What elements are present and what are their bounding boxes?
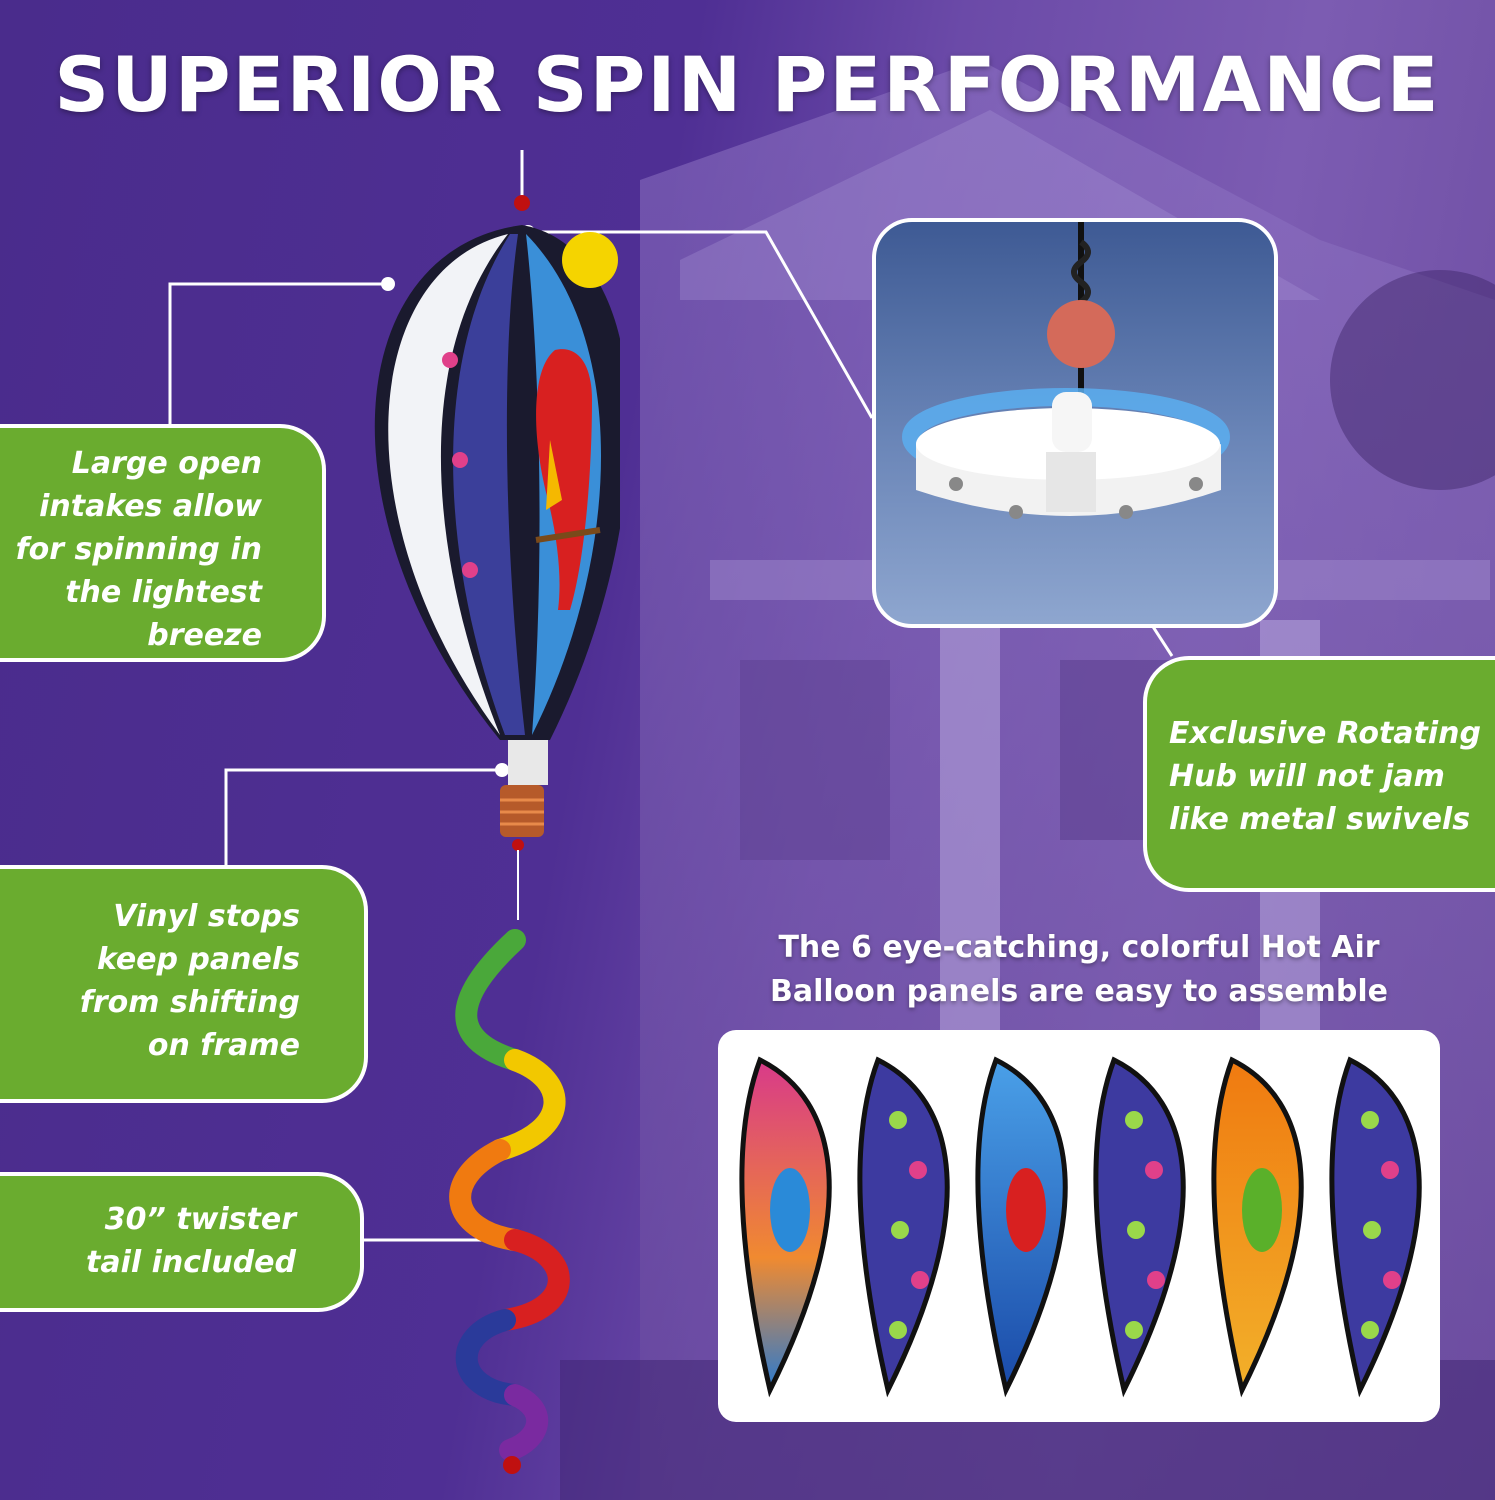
margarita-mark	[891, 1221, 909, 1239]
callout-line: Hub will not jam	[1169, 759, 1445, 794]
rotating-hub-illustration	[902, 222, 1230, 519]
hibiscus-mark	[1383, 1271, 1401, 1289]
rotating-hub-photo	[872, 218, 1278, 628]
hibiscus-mark	[1145, 1161, 1163, 1179]
margarita-mark	[1127, 1221, 1145, 1239]
panels-caption: The 6 eye-catching, colorful Hot Air Bal…	[720, 926, 1438, 1014]
hibiscus-mark	[1381, 1161, 1399, 1179]
callout-line: Large open	[71, 446, 262, 481]
balloon-panel	[975, 1056, 1068, 1398]
balloon-panel	[857, 1056, 950, 1398]
callout-line: on frame	[147, 1028, 300, 1063]
hub-bead	[1047, 300, 1115, 368]
parrot-figure	[1006, 1168, 1046, 1252]
callout-line: tail included	[86, 1245, 296, 1280]
callout-line: like metal swivels	[1169, 802, 1471, 837]
callout-line: 30” twister	[104, 1202, 296, 1237]
margarita-mark	[1363, 1221, 1381, 1239]
margarita-mark	[889, 1111, 907, 1129]
callout-line: Exclusive Rotating	[1169, 716, 1482, 751]
callout-twister-tail: 30” twister tail included	[0, 1172, 364, 1312]
callout-line: the lightest	[65, 575, 262, 610]
callout-line: for spinning in	[15, 532, 262, 567]
hibiscus-mark	[911, 1271, 929, 1289]
hot-air-balloon-spinner	[374, 150, 620, 1474]
callout-line: intakes allow	[39, 489, 262, 524]
margarita-panel	[453, 234, 525, 735]
margarita-mark	[1125, 1111, 1143, 1129]
white-panel	[388, 234, 508, 735]
callout-line: Vinyl stops	[113, 899, 300, 934]
balloon-panel	[1211, 1056, 1304, 1398]
callout-rotating-hub: Exclusive Rotating Hub will not jam like…	[1143, 656, 1495, 892]
parrot-shape	[536, 349, 592, 610]
page-title: SUPERIOR SPIN PERFORMANCE	[54, 40, 1441, 129]
panels-showcase	[718, 1030, 1440, 1422]
callout-line: keep panels	[96, 942, 300, 977]
margarita-mark	[1361, 1111, 1379, 1129]
twister-tail	[449, 929, 570, 1461]
caption-line: The 6 eye-catching, colorful Hot Air	[778, 930, 1380, 965]
balloon-panel	[1329, 1056, 1422, 1398]
six-balloon-panels	[739, 1056, 1422, 1398]
balloon-panel	[739, 1056, 832, 1398]
balloon-panel	[1093, 1056, 1186, 1398]
hibiscus-mark	[1147, 1271, 1165, 1289]
hibiscus-mark	[909, 1161, 927, 1179]
callout-vinyl-stops: Vinyl stops keep panels from shifting on…	[0, 865, 368, 1103]
callout-line: from shifting	[79, 985, 300, 1020]
parrot-figure	[770, 1168, 810, 1252]
caption-line: Balloon panels are easy to assemble	[769, 974, 1389, 1009]
parrot-figure	[1242, 1168, 1282, 1252]
margarita-mark	[1361, 1321, 1379, 1339]
margarita-mark	[889, 1321, 907, 1339]
callout-line: breeze	[147, 618, 262, 653]
callout-large-open-intakes: Large open intakes allow for spinning in…	[0, 424, 326, 662]
top-bead	[514, 195, 530, 211]
margarita-mark	[1125, 1321, 1143, 1339]
